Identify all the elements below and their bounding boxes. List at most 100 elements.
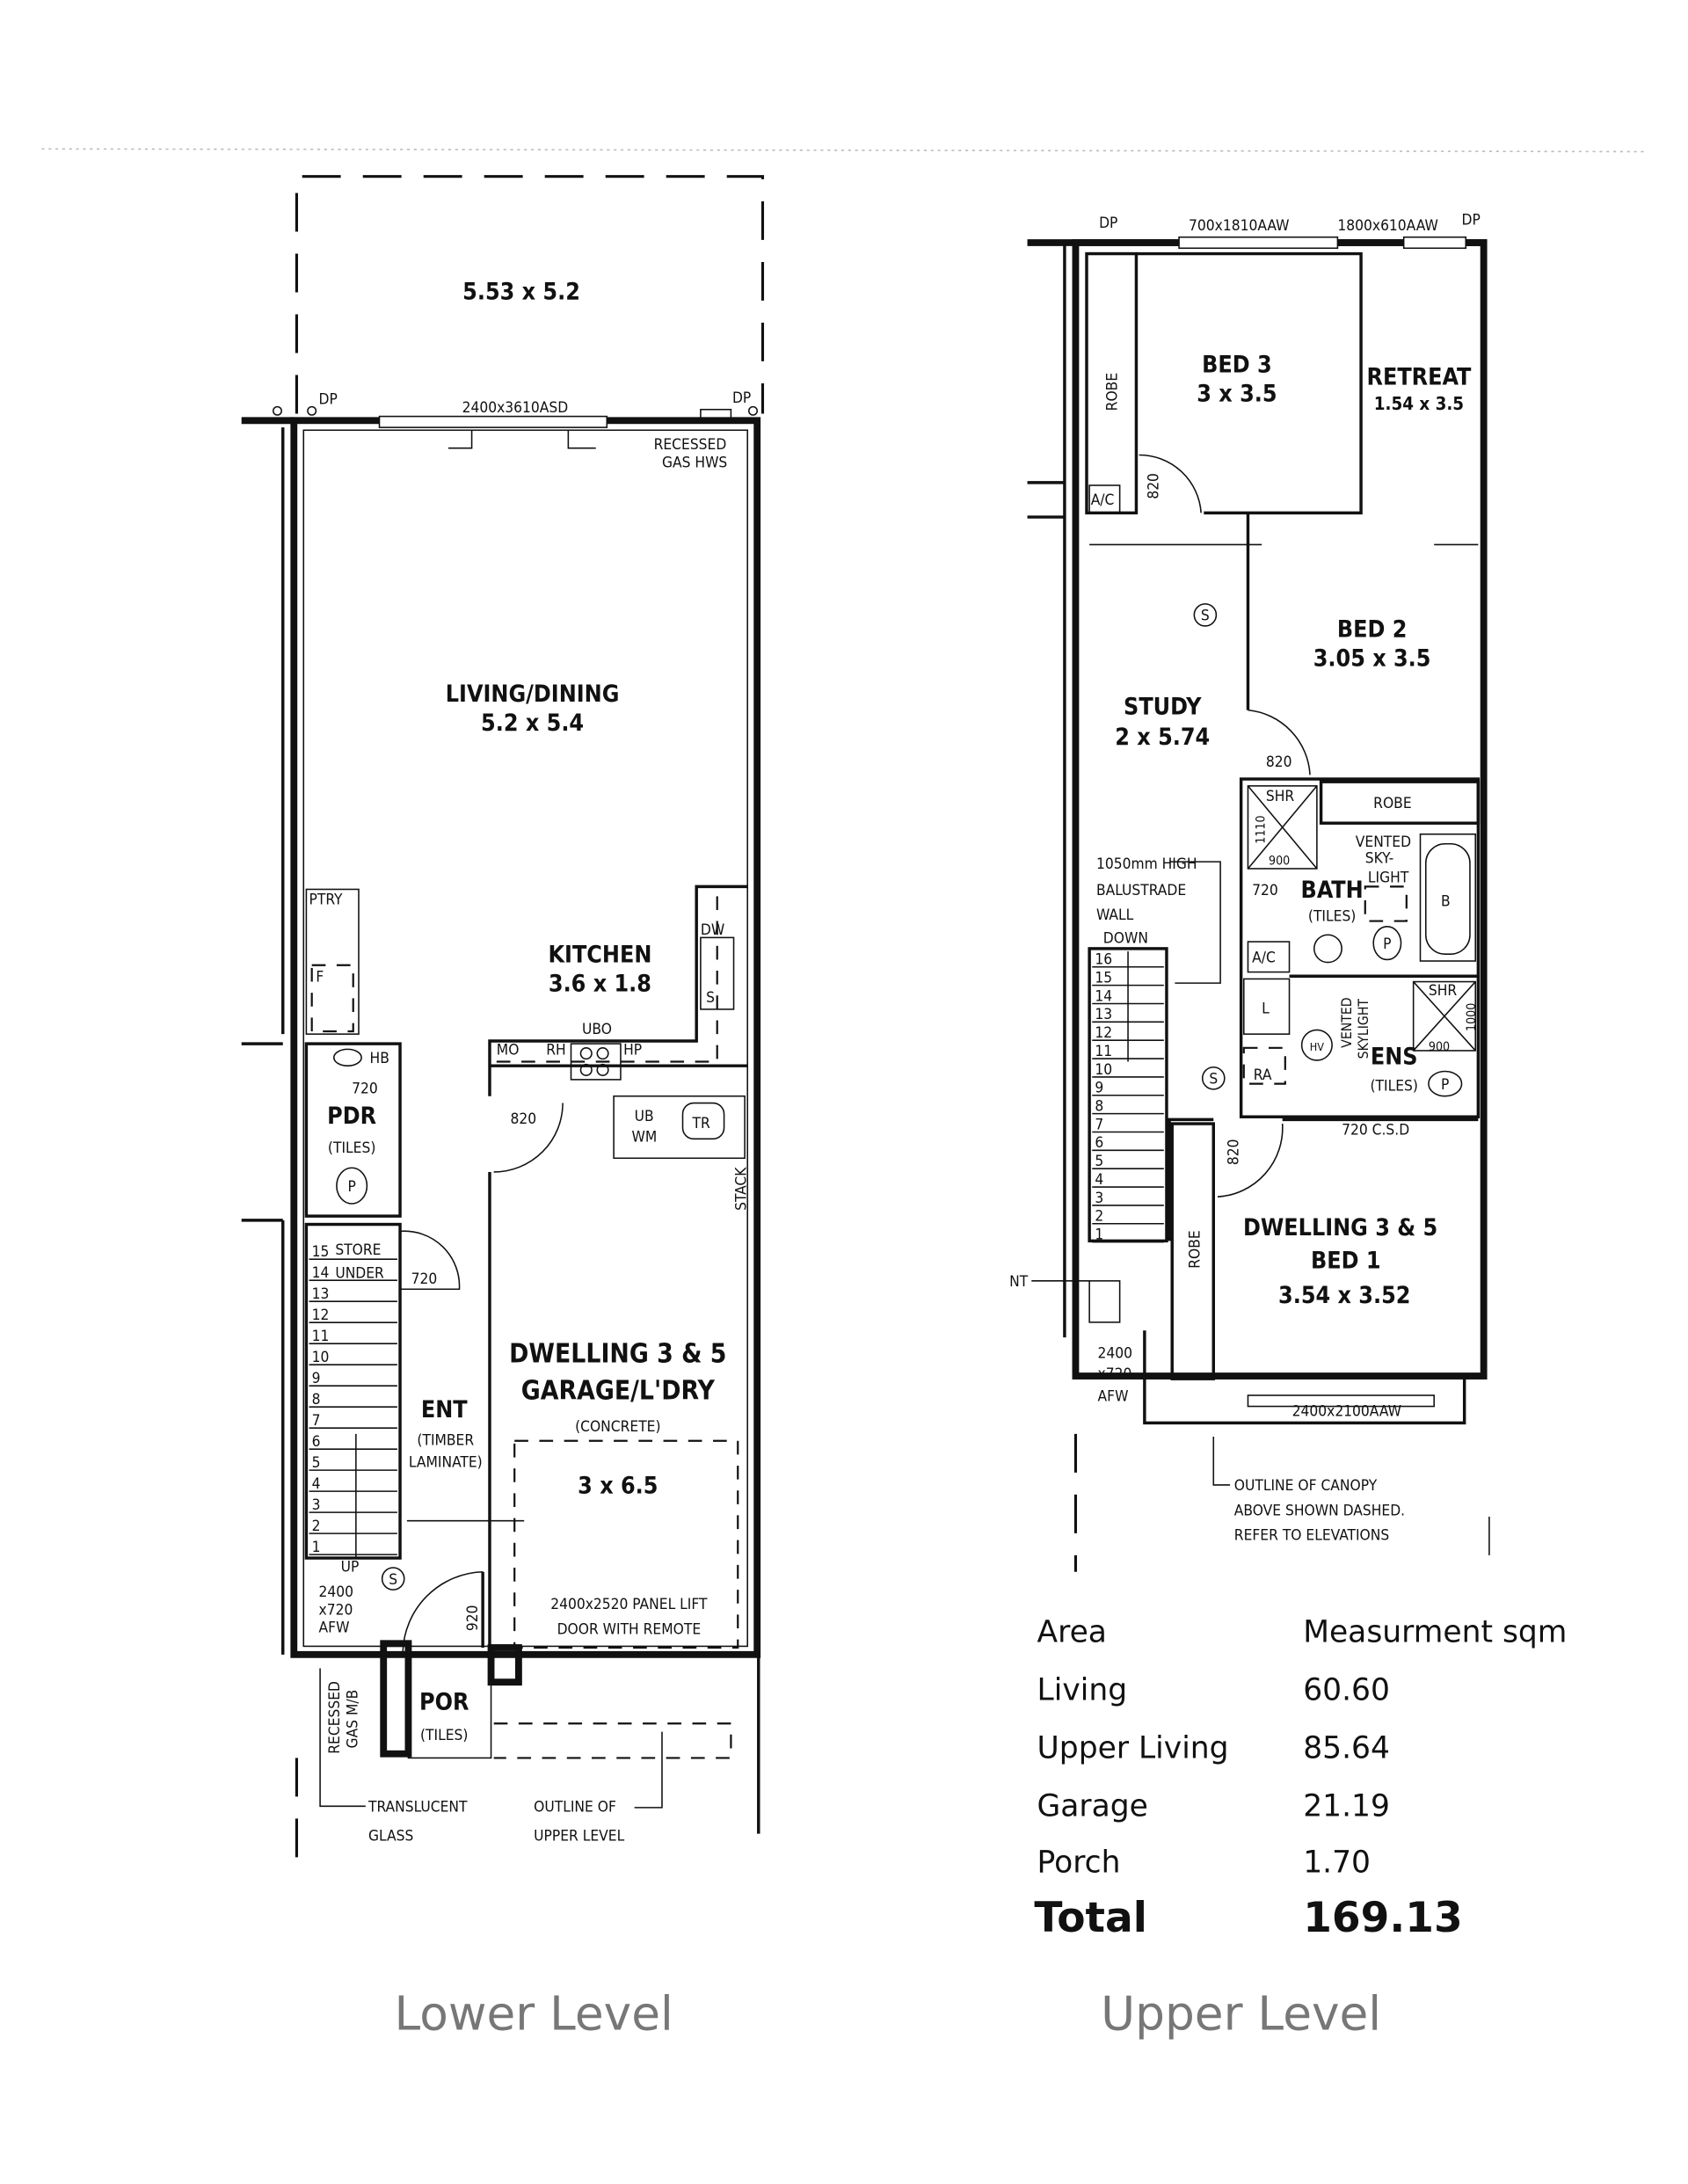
stair-step-number: 6 xyxy=(1095,1134,1103,1152)
total-label: Total xyxy=(1034,1894,1147,1942)
hb-label: HB xyxy=(370,1050,389,1067)
table-header-area: Area xyxy=(1037,1615,1107,1650)
skylight-label: VENTED xyxy=(1356,834,1411,851)
stair-step-number: 13 xyxy=(312,1285,330,1303)
garage-door-label: 2400x2520 PANEL LIFT xyxy=(550,1596,708,1613)
garage-title: DWELLING 3 & 5 xyxy=(509,1338,726,1369)
room-name-ens: ENS xyxy=(1371,1044,1418,1071)
dp-label: DP xyxy=(319,390,338,408)
dimension-label: 1110 xyxy=(1254,815,1268,843)
stair-step-number: 6 xyxy=(312,1433,321,1451)
table-row: Garage 21.19 xyxy=(1037,1788,1390,1824)
return-air-label: RA xyxy=(1254,1067,1272,1084)
stair-step-number: 5 xyxy=(312,1454,321,1472)
stair-step-number: 14 xyxy=(1095,987,1112,1005)
row-area: Porch xyxy=(1037,1845,1121,1881)
window-label: x720 xyxy=(319,1601,353,1619)
window-label: AFW xyxy=(1098,1387,1129,1405)
room-name-study: STUDY xyxy=(1124,693,1202,720)
dp-label: DP xyxy=(1462,212,1481,229)
stack-label: STACK xyxy=(733,1167,751,1211)
stair-step-number: 2 xyxy=(1095,1208,1103,1226)
room-size-bed1: 3.54 x 3.52 xyxy=(1278,1282,1410,1309)
row-area: Upper Living xyxy=(1037,1730,1229,1765)
stair-step-number: 4 xyxy=(1095,1171,1103,1189)
window-label: 1800x610AAW xyxy=(1337,217,1437,235)
dimension-label: 1000 xyxy=(1465,1003,1479,1031)
courtyard-size: 5.53 x 5.2 xyxy=(462,278,580,305)
room-size-bed2: 3.05 x 3.5 xyxy=(1313,644,1431,672)
stair-step-number: 9 xyxy=(1095,1080,1103,1097)
linen-label: L xyxy=(1262,1001,1270,1018)
garage-title: GARAGE/L'DRY xyxy=(521,1376,716,1407)
window-label: AFW xyxy=(319,1620,350,1637)
row-sqm: 60.60 xyxy=(1303,1673,1390,1708)
balustrade-note: BALUSTRADE xyxy=(1096,882,1186,899)
garage-size: 3 x 6.5 xyxy=(578,1472,658,1499)
note-label: OUTLINE OF xyxy=(534,1799,616,1816)
stair-step-number: 11 xyxy=(1095,1043,1112,1060)
table-row: Living 60.60 xyxy=(1037,1673,1390,1708)
robe-label: ROBE xyxy=(1187,1230,1204,1268)
row-sqm: 85.64 xyxy=(1303,1730,1390,1765)
room-size-bed3: 3 x 3.5 xyxy=(1197,380,1277,407)
dp-label: DP xyxy=(1099,215,1117,232)
toilet-label: P xyxy=(347,1178,355,1196)
room-floor-bath: (TILES) xyxy=(1308,908,1356,926)
row-area: Living xyxy=(1037,1673,1128,1708)
under-label: UNDER xyxy=(335,1265,384,1283)
dimension-label: 900 xyxy=(1269,854,1290,868)
dp-label: DP xyxy=(732,389,751,407)
door-label: 720 C.S.D xyxy=(1342,1122,1409,1139)
lower-level-plan: 5.53 x 5.2 DP DP 2400x3610ASD RECESSED G… xyxy=(241,175,765,2041)
room-floor-entry: (TIMBER xyxy=(417,1431,474,1449)
door-width-label: 920 xyxy=(464,1605,482,1632)
room-name-porch: POR xyxy=(419,1689,469,1716)
stair-step-number: 1 xyxy=(312,1539,321,1556)
note-label: NT xyxy=(1009,1273,1029,1291)
room-floor-entry: LAMINATE) xyxy=(409,1454,483,1472)
cooktop-icon xyxy=(570,1043,622,1081)
tub-label: TR xyxy=(692,1115,710,1132)
fridge-label: F xyxy=(316,969,324,986)
room-name-bed3: BED 3 xyxy=(1202,351,1272,378)
meter-label: GAS M/B xyxy=(344,1690,361,1749)
stair-step-number: 3 xyxy=(312,1496,321,1514)
door-width-label: 820 xyxy=(511,1110,537,1128)
table-header-sqm: Measurment sqm xyxy=(1303,1615,1567,1650)
level-label-upper: Upper Level xyxy=(1101,1986,1381,2041)
stair-step-number: 10 xyxy=(312,1349,330,1366)
canopy-note: REFER TO ELEVATIONS xyxy=(1234,1527,1389,1545)
balustrade-note: 1050mm HIGH xyxy=(1096,855,1197,873)
room-name-living: LIVING/DINING xyxy=(446,681,620,708)
window-label: 2400 xyxy=(319,1583,354,1601)
ubo-label: UBO xyxy=(582,1021,612,1038)
door-width-label: 720 xyxy=(352,1081,378,1098)
hws-label: RECESSED xyxy=(654,436,727,454)
skylight-label: SKYLIGHT xyxy=(1355,999,1372,1059)
room-name-kitchen: KITCHEN xyxy=(548,942,651,969)
room-name-pdr: PDR xyxy=(327,1103,376,1130)
hp-label: HP xyxy=(623,1042,642,1059)
room-size-living: 5.2 x 5.4 xyxy=(481,710,584,737)
ac-label: A/C xyxy=(1091,491,1115,509)
stair-step-number: 12 xyxy=(312,1307,330,1324)
window-label: x720 xyxy=(1098,1365,1132,1383)
stair-step-number: 8 xyxy=(312,1391,321,1409)
stair-step-number: 10 xyxy=(1095,1061,1112,1079)
robe-label: ROBE xyxy=(1373,795,1411,812)
window-label: 2400x2100AAW xyxy=(1292,1403,1401,1421)
room-name-entry: ENT xyxy=(421,1396,468,1423)
pantry-label: PTRY xyxy=(309,892,344,909)
stair-step-number: 12 xyxy=(1095,1024,1112,1042)
room-name-retreat: RETREAT xyxy=(1367,364,1473,391)
window-label: 2400 xyxy=(1098,1345,1133,1363)
room-name-bed2: BED 2 xyxy=(1337,615,1408,643)
dishwasher-label: DW xyxy=(701,921,724,939)
smoke-detector-icon: S xyxy=(389,1571,397,1589)
note-label: TRANSLUCENT xyxy=(367,1799,468,1816)
smoke-detector-icon: S xyxy=(1209,1071,1218,1088)
up-label: UP xyxy=(341,1559,360,1576)
note-label: GLASS xyxy=(368,1828,413,1845)
